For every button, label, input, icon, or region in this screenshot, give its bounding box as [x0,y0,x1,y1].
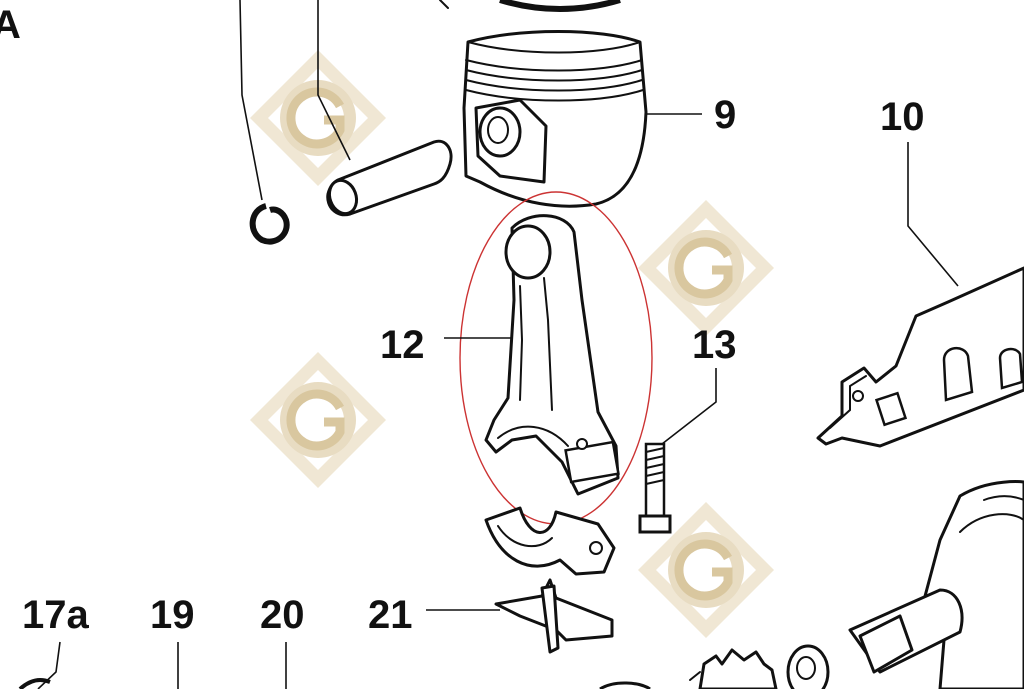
bearing-shell [494,578,614,654]
leader-line [317,0,351,161]
leader-line [661,368,717,445]
label-part-21: 21 [368,593,413,637]
part-edge [599,681,651,689]
leader-line [439,0,449,9]
label-part-19: 19 [150,593,195,637]
label-gasket: 10 [880,95,925,139]
bolt [638,442,672,534]
gasket [816,266,1024,448]
connecting-rod [484,214,620,496]
circlip [249,203,290,245]
label-part-17a: 17a [22,593,89,637]
label-piston: 9 [714,93,736,137]
piston-pin [326,139,453,217]
leader-line [239,0,263,201]
label-connecting-rod: 12 [380,323,425,367]
leader-line [907,142,959,287]
label-bolt: 13 [692,323,737,367]
leader-line [37,641,61,689]
piston [462,30,648,208]
corner-letter: A [0,3,21,47]
ring-edge [499,0,621,12]
g-diamond-logo [638,200,774,336]
part-edge [18,678,51,689]
label-part-20: 20 [260,593,305,637]
rod-cap [484,506,616,576]
g-diamond-logo [250,352,386,488]
crankshaft [689,480,1024,689]
